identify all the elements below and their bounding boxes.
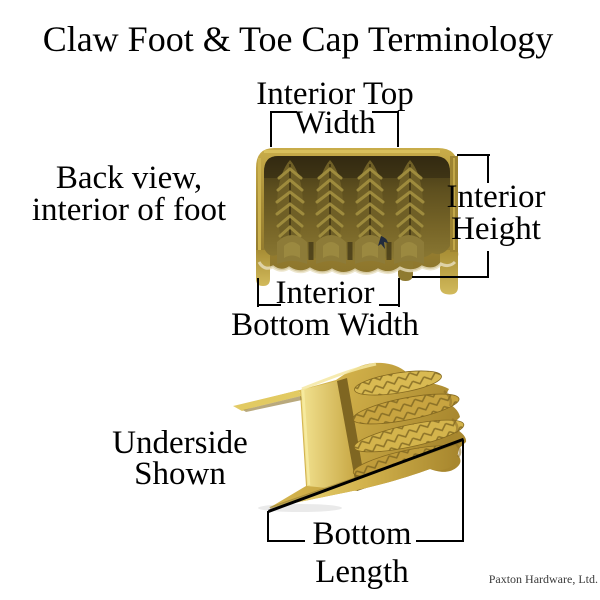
top-width-bracket-left-vertical xyxy=(270,111,272,147)
cap1-right-foot xyxy=(440,250,458,295)
label-underside-shown: Underside Shown xyxy=(94,425,266,492)
diagram-title: Claw Foot & Toe Cap Terminology xyxy=(42,19,554,59)
cap2-back-band xyxy=(301,381,357,491)
bottom-width-bracket-right-horizontal xyxy=(379,304,400,306)
label-back-view-line1: Back view, xyxy=(55,160,203,196)
height-bracket-top-vertical xyxy=(487,154,489,183)
bottom-length-bracket-left-horizontal xyxy=(267,540,305,542)
label-interior-top-width-line2: Width xyxy=(294,105,376,141)
label-bottom-length: Bottom Length xyxy=(280,515,444,591)
label-back-view: Back view, interior of foot xyxy=(16,160,242,228)
label-interior-height: Interior Height xyxy=(428,179,564,247)
label-bottom-length-line2: Length xyxy=(315,554,409,590)
cap2-tab xyxy=(236,390,301,410)
credit-text: Paxton Hardware, Ltd. xyxy=(488,572,598,586)
toe-cap-underside-image xyxy=(233,362,467,512)
top-width-bracket-left-horizontal xyxy=(271,111,297,113)
label-bottom-length-line1: Bottom xyxy=(312,516,412,552)
height-bracket-top-horizontal xyxy=(457,154,490,156)
label-interior-bottom-width-line1: Interior xyxy=(275,275,375,311)
top-width-bracket-right-horizontal xyxy=(372,111,399,113)
height-bracket-bottom-horizontal xyxy=(412,276,489,278)
label-interior-bottom-width-line2: Bottom Width xyxy=(231,307,419,343)
bottom-length-bracket-right-vertical xyxy=(462,440,464,542)
label-interior-top-width-line1: Interior Top xyxy=(256,76,414,112)
bottom-width-bracket-left-horizontal xyxy=(257,304,281,306)
label-interior-top-width: Interior Top Width xyxy=(237,76,433,141)
label-interior-height-line1: Interior xyxy=(446,179,546,215)
label-underside-shown-line2: Shown xyxy=(134,456,226,492)
bottom-length-bracket-right-horizontal xyxy=(416,540,464,542)
toe-cap-back-view-image xyxy=(256,148,459,295)
label-interior-bottom-width: Interior Bottom Width xyxy=(225,275,425,343)
top-width-bracket-right-vertical xyxy=(397,111,399,147)
label-back-view-line2: interior of foot xyxy=(31,192,227,228)
bottom-length-bracket-left-vertical xyxy=(267,511,269,542)
bottom-width-bracket-left-vertical xyxy=(257,278,259,307)
bottom-width-bracket-right-vertical xyxy=(398,278,400,307)
label-underside-shown-line1: Underside xyxy=(112,425,248,461)
cap1-dark-mark xyxy=(378,236,388,249)
height-bracket-bottom-vertical xyxy=(487,251,489,278)
label-interior-height-line2: Height xyxy=(451,211,541,247)
